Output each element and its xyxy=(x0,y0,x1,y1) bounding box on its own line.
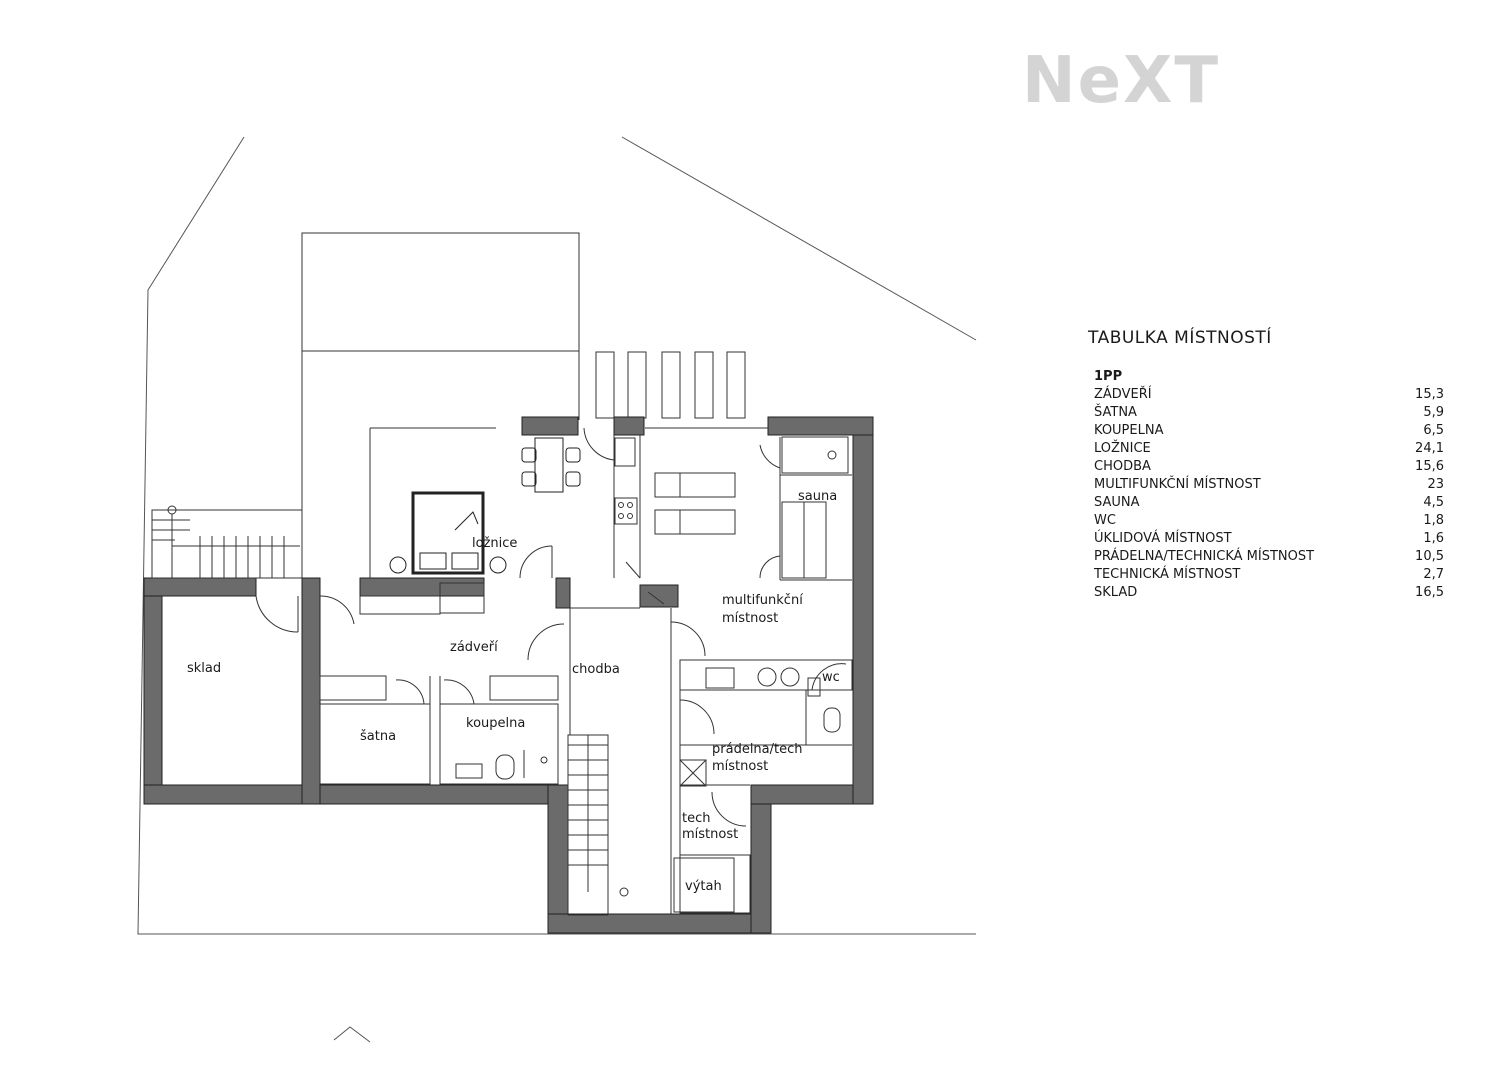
label-chodba: chodba xyxy=(572,662,620,677)
logo-text: NeXT xyxy=(1022,44,1220,110)
table-row: WC 1,8 xyxy=(1094,512,1444,530)
room-name: ZÁDVEŘÍ xyxy=(1094,387,1152,402)
sauna-benches xyxy=(781,436,849,579)
label-koupelna: koupelna xyxy=(466,716,525,731)
label-pradelna-2: místnost xyxy=(712,759,768,774)
room-area: 1,6 xyxy=(1423,531,1444,546)
room-name: SAUNA xyxy=(1094,495,1140,510)
label-satna: šatna xyxy=(360,729,396,744)
indoor-loungers xyxy=(654,472,736,535)
room-name: LOŽNICE xyxy=(1094,441,1151,456)
room-area: 15,3 xyxy=(1415,387,1444,402)
dining-table xyxy=(521,437,581,493)
table-row: ŠATNA 5,9 xyxy=(1094,404,1444,422)
table-row: KOUPELNA 6,5 xyxy=(1094,422,1444,440)
doors xyxy=(255,427,847,827)
stair-exterior xyxy=(151,505,303,579)
table-row: MULTIFUNKČNÍ MÍSTNOST 23 xyxy=(1094,476,1444,494)
room-name: SKLAD xyxy=(1094,585,1138,600)
label-multifunkcni-1: multifunkční xyxy=(722,593,803,608)
label-pradelna-1: prádelna/tech xyxy=(712,742,803,757)
table-row: ÚKLIDOVÁ MÍSTNOST 1,6 xyxy=(1094,530,1444,548)
bed xyxy=(389,491,507,575)
room-name: WC xyxy=(1094,513,1116,528)
label-multifunkcni-2: místnost xyxy=(722,611,778,626)
table-row: SKLAD 16,5 xyxy=(1094,584,1444,602)
stair-interior xyxy=(567,734,629,916)
room-table-title: TABULKA MÍSTNOSTÍ xyxy=(1088,328,1272,348)
label-zadveri: zádveří xyxy=(450,640,498,655)
room-labels: ložnice zádveří chodba sklad šatna koupe… xyxy=(187,489,840,894)
table-row: ZÁDVEŘÍ 15,3 xyxy=(1094,386,1444,404)
room-name: KOUPELNA xyxy=(1094,423,1164,438)
room-table-rows: ZÁDVEŘÍ 15,3 ŠATNA 5,9 KOUPELNA 6,5 LOŽNICE… xyxy=(1088,386,1444,602)
internal-walls xyxy=(319,427,853,914)
walls xyxy=(143,416,874,934)
room-area: 24,1 xyxy=(1415,441,1444,456)
next-logo: NeXT xyxy=(1022,44,1220,110)
room-name: ŠATNA xyxy=(1094,405,1137,420)
laundry-appliances xyxy=(679,667,800,787)
room-area: 15,6 xyxy=(1415,459,1444,474)
site-outline xyxy=(137,136,977,1043)
room-table-floor: 1PP xyxy=(1094,369,1123,384)
table-row: SAUNA 4,5 xyxy=(1094,494,1444,512)
label-sauna: sauna xyxy=(798,489,837,504)
room-table: TABULKA MÍSTNOSTÍ 1PP ZÁDVEŘÍ 15,3 ŠATNA 5… xyxy=(1088,328,1444,602)
room-name: ÚKLIDOVÁ MÍSTNOST xyxy=(1094,531,1232,546)
room-area: 23 xyxy=(1427,477,1444,492)
label-loznice: ložnice xyxy=(472,536,517,551)
outdoor-loungers xyxy=(595,351,746,419)
table-row: TECHNICKÁ MÍSTNOST 2,7 xyxy=(1094,566,1444,584)
label-wc: wc xyxy=(822,670,840,685)
label-sklad: sklad xyxy=(187,661,221,676)
room-area: 1,8 xyxy=(1423,513,1444,528)
room-name: CHODBA xyxy=(1094,459,1151,474)
table-row: CHODBA 15,6 xyxy=(1094,458,1444,476)
table-row: LOŽNICE 24,1 xyxy=(1094,440,1444,458)
table-row: PRÁDELNA/TECHNICKÁ MÍSTNOST 10,5 xyxy=(1094,548,1444,566)
room-name: TECHNICKÁ MÍSTNOST xyxy=(1094,567,1241,582)
room-name: MULTIFUNKČNÍ MÍSTNOST xyxy=(1094,477,1261,492)
label-tech-2: místnost xyxy=(682,827,738,842)
room-area: 4,5 xyxy=(1423,495,1444,510)
room-area: 2,7 xyxy=(1423,567,1444,582)
lift xyxy=(673,857,735,913)
label-tech-1: tech xyxy=(682,811,710,826)
room-area: 5,9 xyxy=(1423,405,1444,420)
room-name: PRÁDELNA/TECHNICKÁ MÍSTNOST xyxy=(1094,549,1315,564)
label-vytah: výtah xyxy=(685,879,722,894)
kitchen xyxy=(614,437,638,525)
room-area: 10,5 xyxy=(1415,549,1444,564)
room-area: 6,5 xyxy=(1423,423,1444,438)
bathroom-fixtures xyxy=(455,677,841,780)
room-area: 16,5 xyxy=(1415,585,1444,600)
terrace xyxy=(301,232,580,583)
